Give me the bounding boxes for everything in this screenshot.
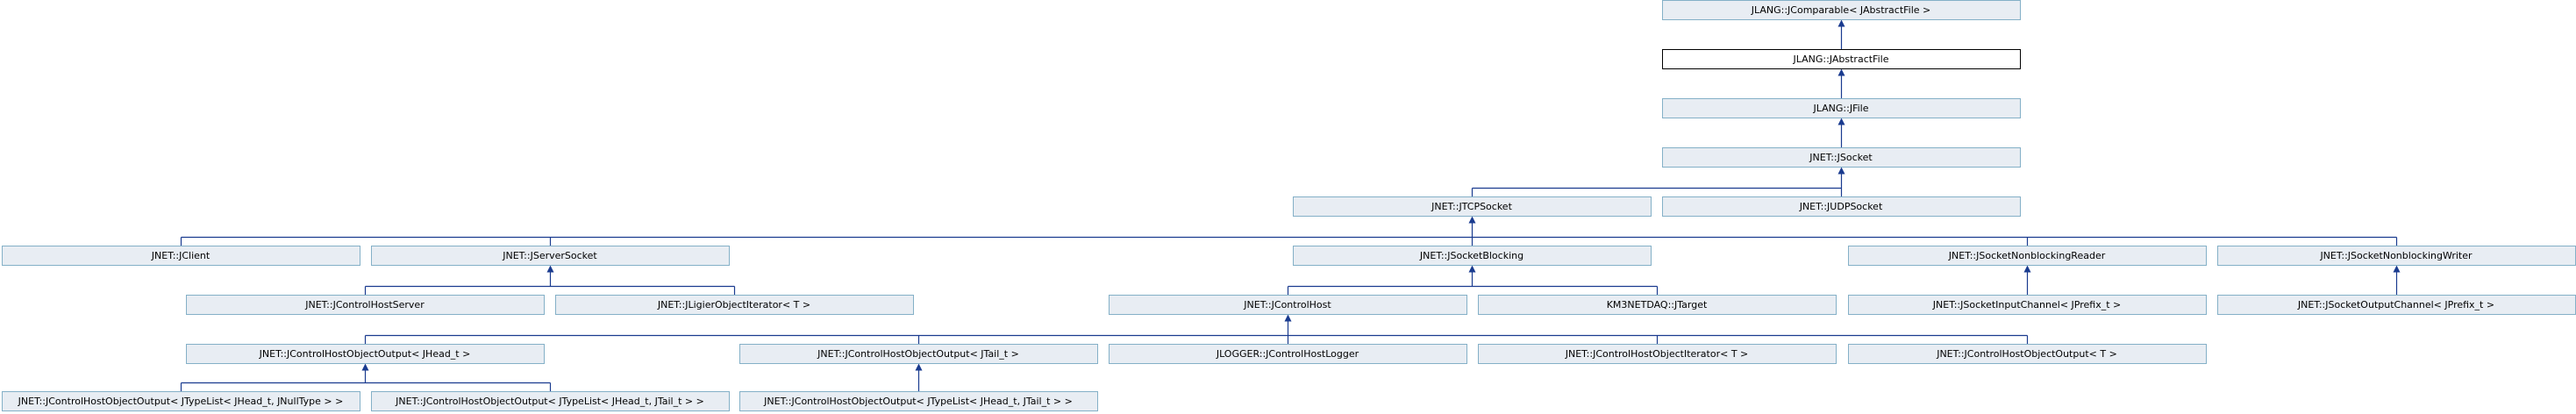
class-node-label: JLANG::JAbstractFile xyxy=(1793,54,1889,65)
inheritance-arrowhead xyxy=(361,363,369,371)
class-node-box xyxy=(186,295,545,315)
class-node-jnet-judpsocket[interactable]: JNET::JUDPSocket xyxy=(1662,196,2021,217)
class-node-jlang-jabstractfile[interactable]: JLANG::JAbstractFile xyxy=(1662,49,2021,69)
class-node-jnet-jcontrolhostserver[interactable]: JNET::JControlHostServer xyxy=(186,295,545,315)
class-node-label: KM3NETDAQ::JTarget xyxy=(1607,299,1708,310)
class-node-box xyxy=(739,344,1098,364)
class-node-box xyxy=(371,391,730,411)
class-node-box xyxy=(1293,196,1652,217)
class-node-box xyxy=(1478,295,1837,315)
class-node-label: JNET::JUDPSocket xyxy=(1799,201,1883,212)
class-node-jnet-jclient[interactable]: JNET::JClient xyxy=(2,246,360,266)
class-node-box xyxy=(2,246,360,266)
inheritance-arrowhead xyxy=(2393,265,2401,273)
inheritance-arrowhead xyxy=(1284,314,1292,322)
class-node-box xyxy=(371,246,730,266)
class-node-box xyxy=(1109,295,1467,315)
class-node-label: JNET::JSocketInputChannel< JPrefix_t > xyxy=(1932,299,2121,310)
class-node-box xyxy=(1662,0,2021,20)
class-node-jnet-jcontrolhostobjectiterator-t[interactable]: JNET::JControlHostObjectIterator< T > xyxy=(1478,344,1837,364)
class-node-label: JNET::JControlHostObjectOutput< JTypeLis… xyxy=(18,396,344,407)
class-node-jnet-jcontrolhostobjectoutput-jtypelist-jhead-t-jtail-t[interactable]: JNET::JControlHostObjectOutput< JTypeLis… xyxy=(739,391,1098,411)
class-node-jnet-jsocketnonblockingwriter[interactable]: JNET::JSocketNonblockingWriter xyxy=(2217,246,2576,266)
class-node-jnet-jcontrolhostobjectoutput-jtail-t[interactable]: JNET::JControlHostObjectOutput< JTail_t … xyxy=(739,344,1098,364)
edges-layer xyxy=(180,19,2401,392)
class-node-label: JNET::JSocketNonblockingWriter xyxy=(2319,250,2473,261)
class-node-label: JNET::JControlHostServer xyxy=(304,299,425,310)
class-node-label: JNET::JServerSocket xyxy=(502,250,597,261)
inheritance-arrowhead xyxy=(2023,265,2031,273)
inheritance-arrowhead xyxy=(915,363,923,371)
class-node-label: JNET::JClient xyxy=(151,250,211,261)
class-node-box xyxy=(1478,344,1837,364)
class-node-jlang-jfile[interactable]: JLANG::JFile xyxy=(1662,98,2021,118)
inheritance-arrowhead xyxy=(1468,265,1476,273)
class-node-jnet-jsocketblocking[interactable]: JNET::JSocketBlocking xyxy=(1293,246,1652,266)
class-node-label: JLOGGER::JControlHostLogger xyxy=(1216,348,1359,360)
class-node-jnet-jcontrolhostobjectoutput-jtypelist-jhead-t-jtail-t[interactable]: JNET::JControlHostObjectOutput< JTypeLis… xyxy=(371,391,730,411)
inheritance-arrowhead xyxy=(1837,118,1845,125)
inheritance-arrowhead xyxy=(1837,68,1845,76)
class-node-km3netdaq-jtarget[interactable]: KM3NETDAQ::JTarget xyxy=(1478,295,1837,315)
class-node-box xyxy=(739,391,1098,411)
class-node-label: JLANG::JComparable< JAbstractFile > xyxy=(1751,4,1931,16)
class-node-jnet-jtcpsocket[interactable]: JNET::JTCPSocket xyxy=(1293,196,1652,217)
class-node-label: JNET::JControlHostObjectOutput< JTail_t … xyxy=(817,348,1019,360)
class-node-label: JNET::JControlHostObjectOutput< JHead_t … xyxy=(259,348,471,360)
class-node-box xyxy=(1848,295,2207,315)
class-node-jnet-jcontrolhostobjectoutput-t[interactable]: JNET::JControlHostObjectOutput< T > xyxy=(1848,344,2207,364)
class-node-label: JNET::JControlHostObjectOutput< JTypeLis… xyxy=(395,396,704,407)
class-node-box xyxy=(1662,196,2021,217)
class-node-box xyxy=(1662,49,2021,69)
class-node-label: JNET::JLigierObjectIterator< T > xyxy=(657,299,810,310)
class-node-label: JNET::JSocketNonblockingReader xyxy=(1948,250,2106,261)
class-node-box xyxy=(1662,98,2021,118)
class-node-label: JNET::JControlHostObjectOutput< T > xyxy=(1936,348,2117,360)
class-node-jnet-jsocketnonblockingreader[interactable]: JNET::JSocketNonblockingReader xyxy=(1848,246,2207,266)
class-node-label: JNET::JControlHostObjectOutput< JTypeLis… xyxy=(763,396,1073,407)
inheritance-arrowhead xyxy=(1837,19,1845,27)
class-node-jlang-jcomparable-jabstractfile[interactable]: JLANG::JComparable< JAbstractFile > xyxy=(1662,0,2021,20)
class-node-jnet-jsocket[interactable]: JNET::JSocket xyxy=(1662,147,2021,168)
class-node-label: JNET::JSocketOutputChannel< JPrefix_t > xyxy=(2297,299,2494,310)
class-node-label: JNET::JSocketBlocking xyxy=(1419,250,1523,261)
class-node-jnet-jcontrolhostobjectoutput-jhead-t[interactable]: JNET::JControlHostObjectOutput< JHead_t … xyxy=(186,344,545,364)
class-node-box xyxy=(1848,344,2207,364)
class-node-label: JNET::JControlHost xyxy=(1243,299,1331,310)
class-node-box xyxy=(2,391,360,411)
class-node-jnet-jcontrolhost[interactable]: JNET::JControlHost xyxy=(1109,295,1467,315)
class-node-box xyxy=(1662,147,2021,168)
class-node-label: JNET::JSocket xyxy=(1809,152,1873,163)
class-node-box xyxy=(1848,246,2207,266)
class-node-jnet-jcontrolhostobjectoutput-jtypelist-jhead-t-jnulltype[interactable]: JNET::JControlHostObjectOutput< JTypeLis… xyxy=(2,391,360,411)
class-node-jnet-jserversocket[interactable]: JNET::JServerSocket xyxy=(371,246,730,266)
inheritance-arrowhead xyxy=(546,265,554,273)
class-node-jnet-jsocketoutputchannel-jprefix-t[interactable]: JNET::JSocketOutputChannel< JPrefix_t > xyxy=(2217,295,2576,315)
inheritance-arrowhead xyxy=(1468,216,1476,224)
class-node-jnet-jsocketinputchannel-jprefix-t[interactable]: JNET::JSocketInputChannel< JPrefix_t > xyxy=(1848,295,2207,315)
class-node-jlogger-jcontrolhostlogger[interactable]: JLOGGER::JControlHostLogger xyxy=(1109,344,1467,364)
class-node-box xyxy=(1109,344,1467,364)
class-node-jnet-jligierobjectiterator-t[interactable]: JNET::JLigierObjectIterator< T > xyxy=(555,295,914,315)
inheritance-arrowhead xyxy=(1837,167,1845,175)
class-node-label: JNET::JControlHostObjectIterator< T > xyxy=(1565,348,1749,360)
class-node-box xyxy=(555,295,914,315)
class-node-box xyxy=(186,344,545,364)
class-node-box xyxy=(1293,246,1652,266)
class-node-label: JLANG::JFile xyxy=(1813,103,1869,114)
class-node-label: JNET::JTCPSocket xyxy=(1431,201,1512,212)
